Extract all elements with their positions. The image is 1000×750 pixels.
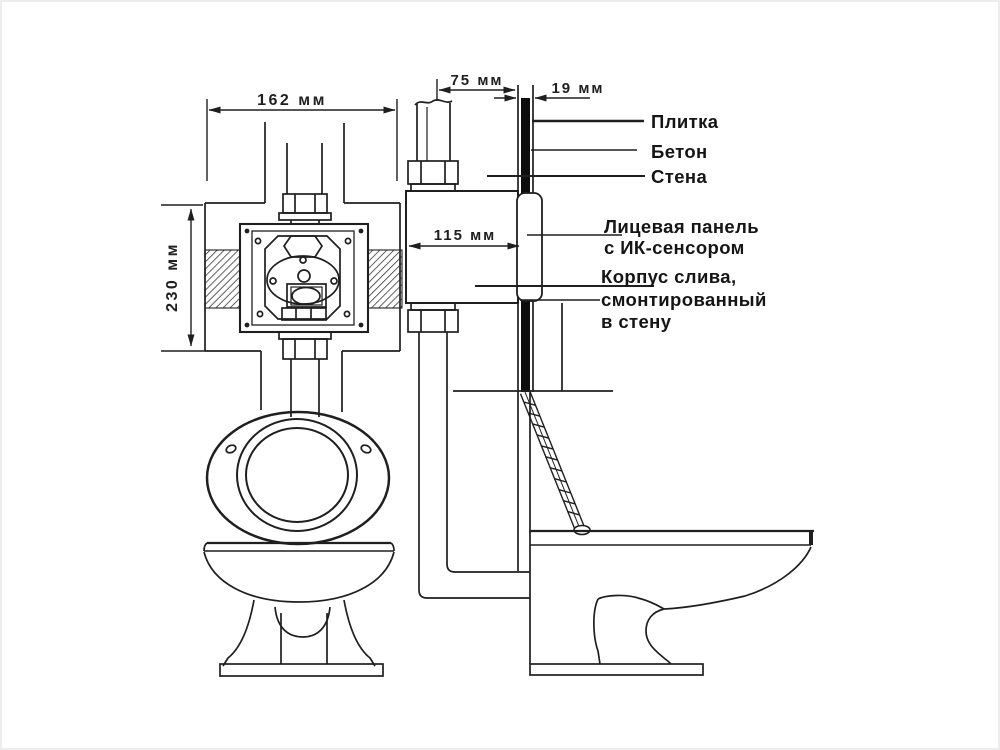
label-body-line3: в стену bbox=[601, 311, 672, 332]
ir-sensor-panel bbox=[516, 192, 543, 302]
label-wall: Стена bbox=[651, 166, 707, 187]
front-view bbox=[203, 122, 403, 677]
top-nut-front bbox=[278, 193, 332, 224]
bottom-nut-front bbox=[278, 331, 332, 360]
toilet-lid bbox=[205, 410, 391, 546]
supply-pipe-front bbox=[286, 143, 323, 194]
wall-section-hatch-right bbox=[367, 249, 403, 309]
dimension-19-label: 19 мм bbox=[551, 80, 604, 97]
toilet-bowl-front bbox=[203, 551, 395, 603]
valve-box bbox=[238, 222, 370, 334]
toilet-seat-ring-inner bbox=[245, 427, 349, 523]
dimension-75-label: 75 мм bbox=[450, 72, 503, 89]
dimension-230 bbox=[161, 204, 205, 352]
toilet-bowl-side bbox=[663, 546, 812, 610]
dimension-lines bbox=[161, 79, 590, 352]
bottom-nut-side bbox=[407, 302, 459, 333]
label-concrete: Бетон bbox=[651, 141, 708, 162]
top-nut-side bbox=[407, 160, 459, 192]
toilet-side-view bbox=[529, 529, 814, 676]
label-body-line2: смонтированный bbox=[601, 289, 767, 310]
seat-hinge-right bbox=[360, 444, 372, 454]
toilet-seat-ring-outer bbox=[236, 418, 358, 532]
wall-niche-outline-front bbox=[204, 122, 401, 412]
dimension-115-label: 115 мм bbox=[434, 227, 497, 244]
wall-section-side bbox=[517, 85, 534, 571]
diagram-text: 162 мм 230 мм 75 мм 19 мм 115 мм Плитка … bbox=[164, 72, 767, 332]
supply-pipe-side bbox=[414, 99, 453, 161]
flush-pipe-front bbox=[290, 359, 320, 417]
toilet-base-front bbox=[219, 663, 384, 677]
trap-curve bbox=[274, 606, 331, 638]
wall-section-hatch-left bbox=[204, 249, 241, 309]
diagonal-spud-pipe bbox=[519, 389, 591, 536]
side-view bbox=[405, 85, 814, 676]
label-panel-line1: Лицевая панель bbox=[604, 216, 759, 237]
label-tile: Плитка bbox=[651, 111, 719, 132]
toilet-front-view bbox=[203, 410, 395, 677]
label-body-line1: Корпус слива, bbox=[601, 266, 737, 287]
dimension-162-label: 162 мм bbox=[257, 92, 327, 109]
dimension-75 bbox=[436, 79, 516, 101]
flush-pipe-side bbox=[418, 332, 530, 599]
dimension-230-label: 230 мм bbox=[164, 242, 181, 312]
toilet-base-side bbox=[529, 663, 704, 676]
valve-hex-fitting bbox=[282, 235, 324, 258]
label-panel-line2: с ИК-сенсором bbox=[604, 237, 745, 258]
leader-lines bbox=[475, 119, 654, 301]
seat-hinge-left bbox=[225, 444, 237, 454]
wall-niche-outline-side bbox=[453, 303, 613, 392]
dimension-162 bbox=[206, 99, 398, 181]
